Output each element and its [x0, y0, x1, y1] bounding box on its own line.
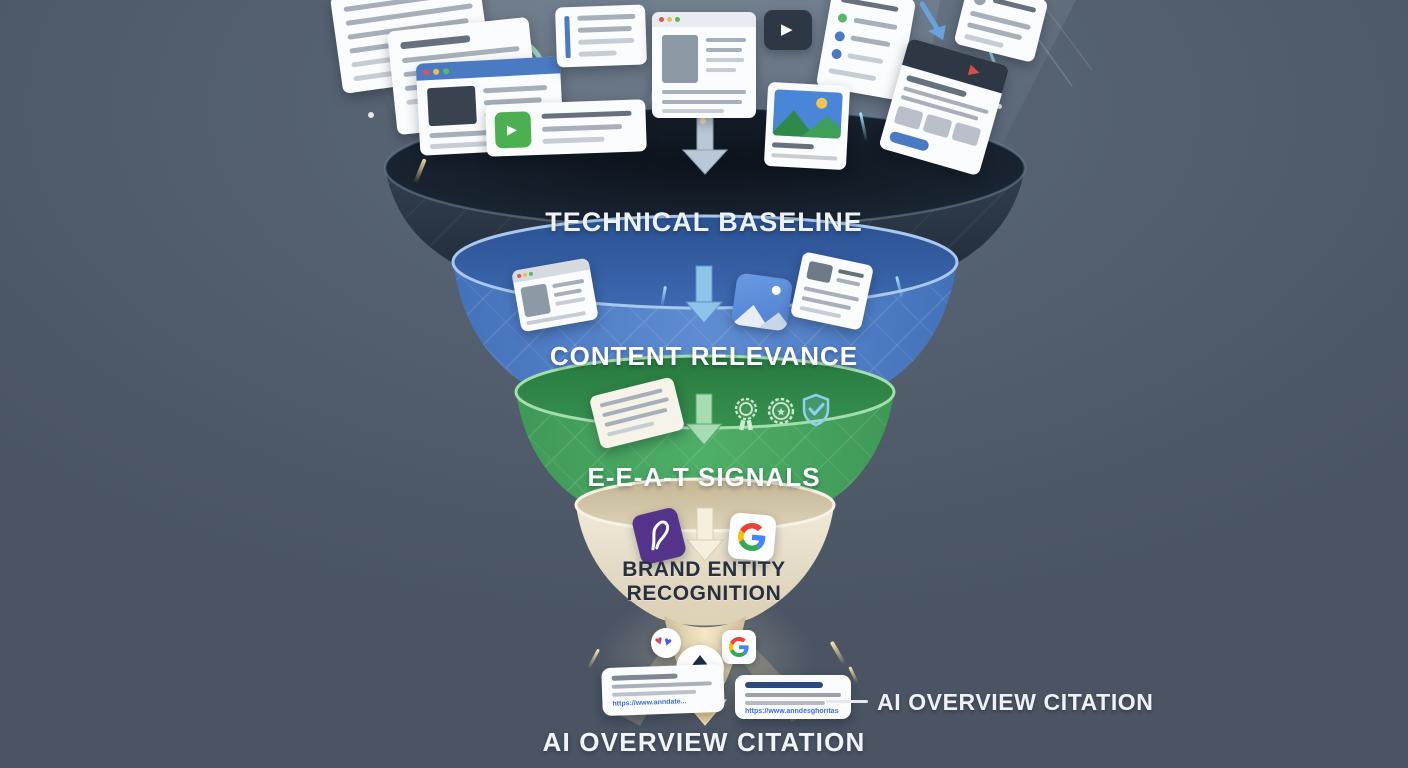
decorative-shape	[745, 693, 841, 697]
decorative-shape: ▶	[781, 21, 793, 38]
arrow-stage3-icon	[684, 393, 724, 446]
stage1-label: TECHNICAL BASELINE	[545, 207, 863, 237]
decorative-shape	[667, 17, 672, 22]
stage3-label: E-E-A-T SIGNALS	[587, 462, 821, 492]
decorative-shape	[706, 68, 736, 72]
search-snippet-card: https://www.anndesghoritas	[735, 675, 851, 719]
light-dot	[997, 104, 1002, 109]
video-play-icon: ▶	[764, 10, 812, 50]
decorative-shape	[706, 58, 744, 62]
decorative-shape	[659, 17, 664, 22]
stage4-label: BRAND ENTITY RECOGNITION	[622, 558, 786, 605]
light-dot	[700, 118, 706, 124]
callout-line	[826, 700, 868, 703]
google-logo-icon	[722, 630, 756, 664]
star-badge-icon: ★	[767, 397, 795, 425]
arrow-stage2-icon	[684, 265, 724, 324]
arrow-stage4-icon	[685, 507, 725, 562]
decorative-shape	[662, 90, 746, 94]
shield-check-icon	[802, 393, 830, 427]
svg-text:★: ★	[776, 407, 786, 419]
decorative-shape	[745, 701, 825, 705]
snippet-url: https://www.anndesghoritas	[745, 708, 839, 715]
decorative-shape	[706, 38, 746, 42]
decorative-shape	[745, 682, 823, 688]
callout-label: AI OVERVIEW CITATION	[877, 689, 1154, 715]
light-dot	[368, 112, 374, 118]
brand-card-icon	[630, 506, 688, 566]
stage2-label: CONTENT RELEVANCE	[549, 341, 859, 371]
decorative-shape	[662, 100, 742, 104]
brand-logo-icon: ♥ ♥	[651, 628, 681, 658]
google-logo-icon	[727, 512, 777, 562]
decorative-shape	[706, 48, 742, 52]
output-label: AI OVERVIEW CITATION	[542, 727, 866, 757]
award-badge-icon	[734, 397, 758, 431]
decorative-shape	[662, 109, 724, 113]
diagonal-arrow-icon	[919, 1, 946, 40]
browser-window-icon	[652, 12, 756, 118]
decorative-shape	[675, 17, 680, 22]
